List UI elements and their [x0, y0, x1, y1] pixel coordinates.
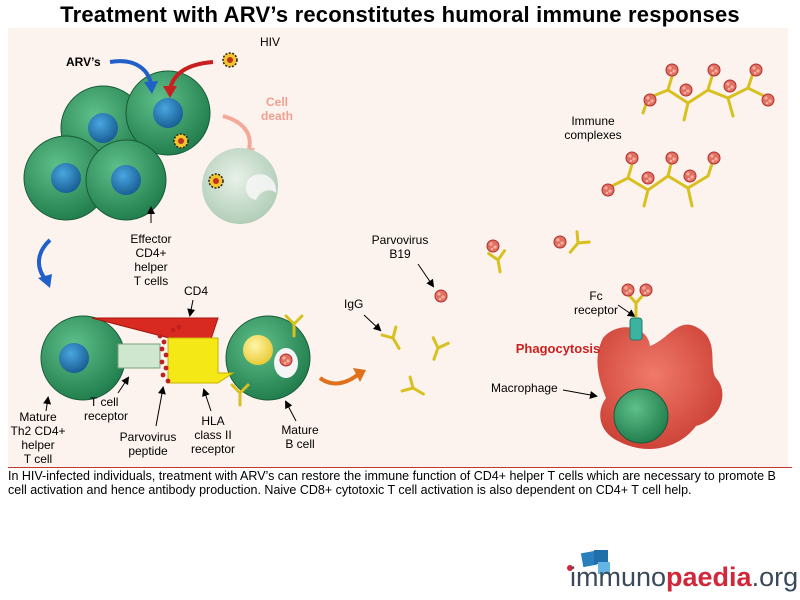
diagram-panel: HIV ARV’s Cell death Effector CD4+ helpe…: [8, 28, 788, 468]
t-cell-receptor: [117, 343, 161, 369]
effector-t-cell-cluster: [23, 70, 211, 221]
caption-text: In HIV-infected individuals, treatment w…: [8, 469, 776, 497]
macrophage-label: Macrophage: [491, 381, 558, 395]
effector-label-4: T cells: [134, 274, 168, 288]
fc-receptor-label-1: Fc: [589, 289, 602, 303]
mature-th2-label-1: Mature: [19, 410, 57, 424]
diagram-canvas: HIV ARV’s Cell death Effector CD4+ helpe…: [10, 35, 775, 466]
hla-label-3: receptor: [191, 442, 235, 456]
tcr-label-2: receptor: [84, 409, 128, 423]
logo-text[interactable]: immunopaedia.org: [570, 562, 798, 593]
hla-label-1: HLA: [201, 414, 224, 428]
logo-middle: paedia: [666, 562, 752, 592]
mature-th2-label-3: helper: [21, 438, 54, 452]
cell-death-arrow: [222, 114, 252, 154]
bcell-label-2: B cell: [285, 437, 314, 451]
peptide-label-2: peptide: [128, 444, 168, 458]
igg-label: IgG: [344, 297, 363, 311]
cell-death-label-1: Cell: [266, 95, 288, 109]
effector-label-3: helper: [134, 260, 167, 274]
parvovirus-label-1: Parvovirus: [372, 233, 429, 247]
parvovirus-peptide-chain: [157, 324, 182, 384]
mature-th2-label-4: T cell: [24, 452, 52, 466]
arvs-arrow: [109, 59, 153, 85]
immune-complexes-label-1: Immune: [571, 114, 615, 128]
mature-b-cell: [225, 314, 311, 407]
parvovirus-label-2: B19: [389, 247, 411, 261]
mature-th2-cell: [40, 315, 126, 401]
dead-cell: [202, 148, 278, 224]
bcell-label-1: Mature: [281, 423, 319, 437]
arvs-label: ARV’s: [66, 55, 101, 69]
phagocytosis-label: Phagocytosis: [516, 341, 601, 356]
mature-th2-label-2: Th2 CD4+: [10, 424, 65, 438]
fc-receptor-label-2: receptor: [574, 303, 618, 317]
hiv-infection-arrow: [168, 60, 214, 91]
immune-complexes: [606, 71, 770, 208]
fc-receptor-complex: [621, 283, 653, 341]
caption-divider: [8, 467, 792, 468]
free-antibodies: [380, 230, 591, 403]
hla-label-2: class II: [194, 428, 231, 442]
maturation-arrow: [37, 238, 52, 282]
page-title: Treatment with ARV’s reconstitutes humor…: [60, 2, 740, 27]
logo-suffix: .org: [751, 562, 799, 592]
hla-class-ii-receptor: [167, 337, 235, 384]
parvovirus-icon: [434, 289, 448, 303]
effector-label-1: Effector: [130, 232, 171, 246]
effector-label-2: CD4+: [135, 246, 166, 260]
hiv-virus-icon: [222, 52, 238, 68]
peptide-label-1: Parvovirus: [120, 430, 177, 444]
cell-death-label-2: death: [261, 109, 293, 123]
hiv-in-cell-icon: [173, 133, 189, 149]
hiv-label: HIV: [260, 35, 280, 49]
macrophage: [597, 324, 723, 449]
cd4-label: CD4: [184, 284, 208, 298]
tcr-label-1: T cell: [90, 395, 118, 409]
logo-prefix: immuno: [570, 562, 667, 592]
antibody-production-arrow: [318, 371, 362, 386]
immunopaedia-logo: [567, 550, 610, 574]
immune-complexes-label-2: complexes: [564, 128, 621, 142]
